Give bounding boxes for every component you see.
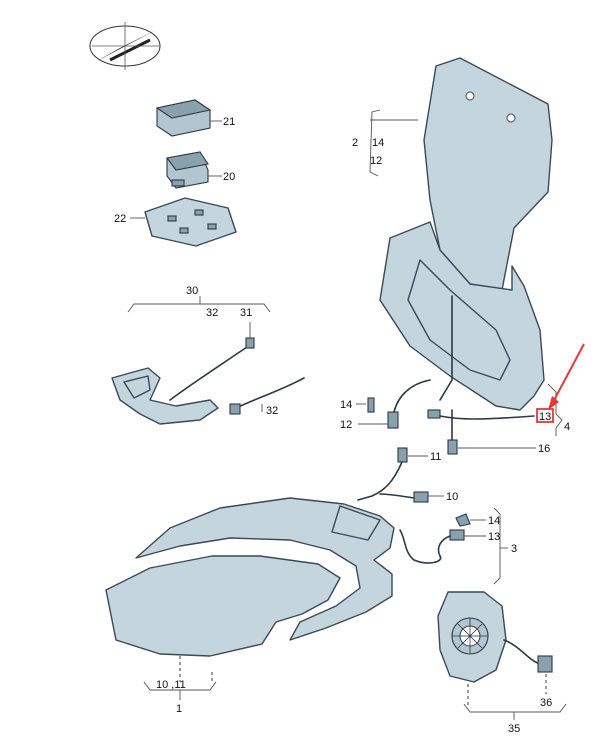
callout-1: 1 — [176, 703, 182, 715]
callout-14-low: 14 — [488, 515, 500, 527]
cable-32 — [229, 377, 305, 415]
callout-16: 16 — [538, 443, 550, 455]
connector-13 — [427, 383, 563, 436]
callout-14-mid: 14 — [340, 399, 352, 411]
callout-22: 22 — [114, 213, 126, 225]
control-module-21 — [155, 99, 222, 137]
callout-20: 20 — [223, 171, 235, 183]
bracket-35 — [463, 674, 567, 720]
highlight-box — [536, 408, 554, 423]
control-unit-20 — [166, 151, 222, 189]
bracket-3 — [493, 507, 508, 585]
callout-13-boxed: 13 — [539, 411, 551, 423]
callout-11: 11 — [430, 451, 441, 463]
callout-14-top: 14 — [372, 137, 384, 149]
callout-12-top: 12 — [370, 155, 382, 167]
compass-icon — [89, 22, 161, 70]
clip-14 — [455, 513, 486, 527]
callout-10: 10 — [446, 491, 458, 503]
callout-10-11: 10 ,11 — [156, 679, 186, 691]
bracket-1 — [143, 656, 217, 700]
connector-16 — [447, 409, 536, 455]
callout-30: 30 — [186, 285, 198, 297]
callout-21: 21 — [223, 116, 235, 128]
callout-31: 31 — [240, 307, 252, 319]
heating-element-30 — [111, 322, 255, 425]
cushion-heating-mat — [105, 497, 395, 657]
callout-36: 36 — [540, 697, 552, 709]
backrest-heating-mat — [379, 57, 553, 411]
connector-14-12 — [356, 379, 431, 429]
connector-11 — [397, 447, 428, 463]
callout-3: 3 — [511, 543, 517, 555]
callout-32-low: 32 — [266, 405, 278, 417]
bracket-30 — [127, 296, 271, 313]
callout-32-top: 32 — [206, 307, 218, 319]
mounting-plate-22 — [130, 197, 237, 247]
callout-2: 2 — [352, 137, 358, 149]
callout-13: 13 — [488, 531, 500, 543]
red-arrow-icon — [548, 343, 585, 410]
connector-13-low — [399, 529, 486, 564]
connector-10 — [357, 461, 444, 503]
bracket-2 — [369, 109, 418, 177]
callout-12-mid: 12 — [340, 419, 352, 431]
blower-fan-35 — [437, 591, 553, 683]
callout-35: 35 — [508, 723, 520, 735]
callout-4: 4 — [564, 421, 570, 433]
